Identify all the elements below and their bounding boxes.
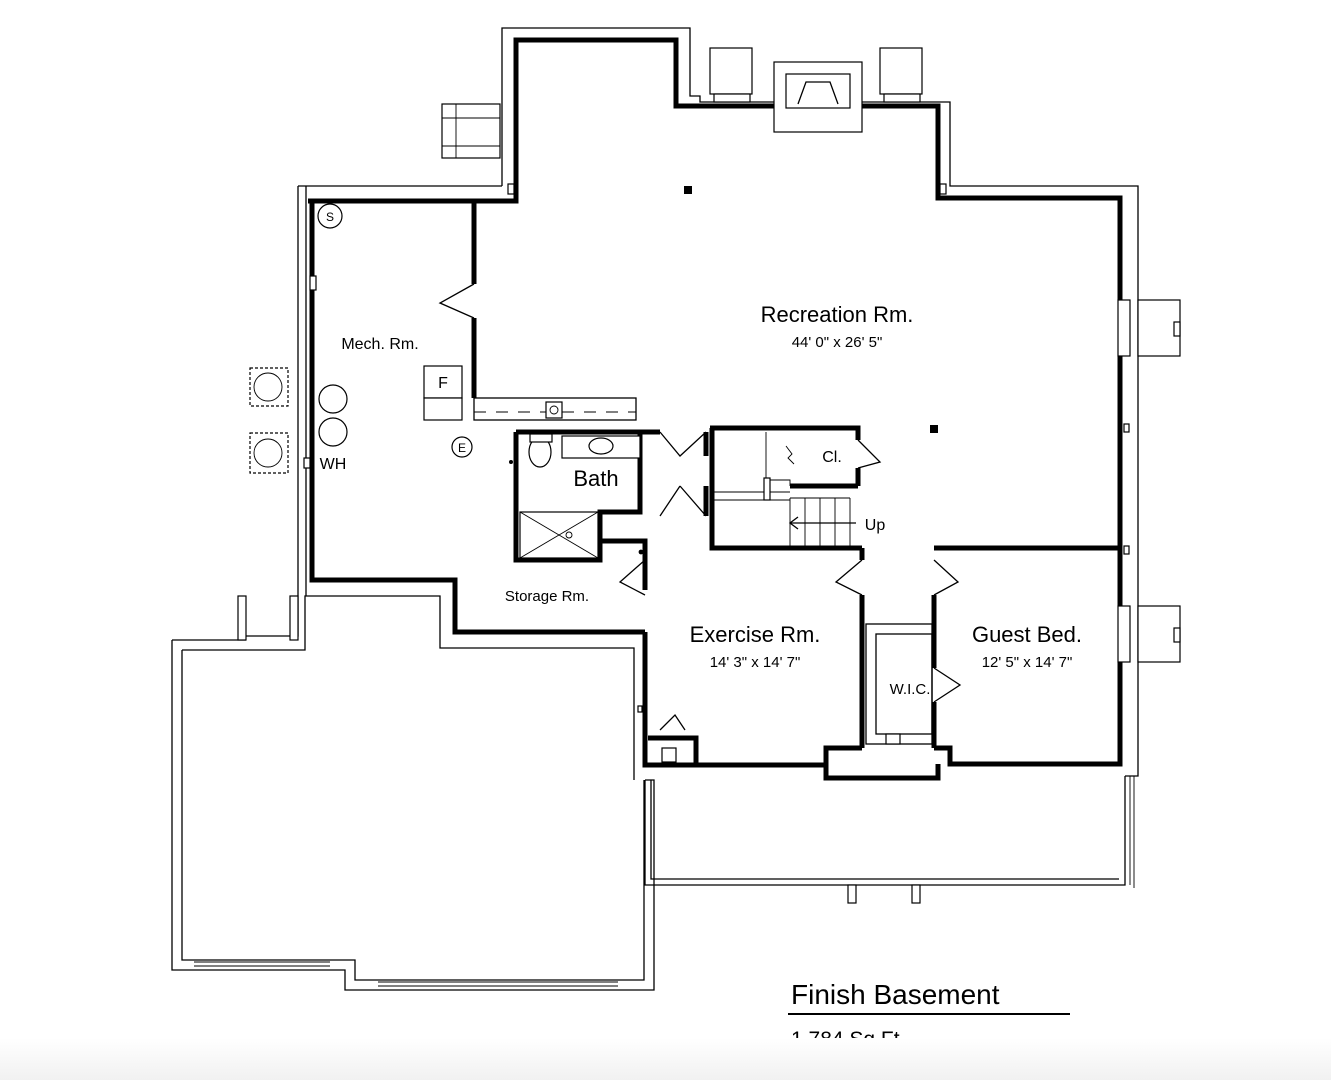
label-water-heater: WH xyxy=(320,456,347,473)
columns xyxy=(684,186,938,433)
window-wells xyxy=(441,47,1181,663)
dim-guest: 12' 5" x 14' 7" xyxy=(982,654,1073,671)
dim-exercise: 14' 3" x 14' 7" xyxy=(710,654,801,671)
wic-shelving xyxy=(865,623,933,745)
doors xyxy=(438,283,962,731)
label-sump: S xyxy=(326,210,334,224)
interior-walls xyxy=(513,425,1120,765)
label-storage: Storage Rm. xyxy=(505,588,589,605)
label-electrical: E xyxy=(458,441,466,455)
dim-recreation: 44' 0" x 26' 5" xyxy=(792,334,883,351)
footer-shade xyxy=(0,1038,1331,1080)
label-recreation: Recreation Rm. xyxy=(761,302,914,327)
foundation-outline xyxy=(171,27,1139,991)
exterior-walls xyxy=(308,37,1123,781)
staircase xyxy=(714,432,856,548)
label-closet: Cl. xyxy=(822,449,842,466)
label-bath: Bath xyxy=(573,466,618,491)
label-stairs-up: Up xyxy=(865,517,886,534)
label-guest: Guest Bed. xyxy=(972,622,1082,647)
bath-fixtures xyxy=(509,433,644,559)
ac-units xyxy=(249,367,289,474)
room-labels: Recreation Rm. 44' 0" x 26' 5" Mech. Rm.… xyxy=(320,210,1082,698)
label-exercise: Exercise Rm. xyxy=(690,622,821,647)
exercise-closet-fixture xyxy=(637,705,677,763)
label-mech: Mech. Rm. xyxy=(341,336,418,353)
label-furnace: F xyxy=(438,375,448,392)
label-wic: W.I.C. xyxy=(890,681,931,698)
wet-bar-counter xyxy=(473,397,637,421)
wall-marks xyxy=(507,183,1130,555)
mech-equipment xyxy=(303,203,473,469)
plan-title: Finish Basement xyxy=(791,979,1000,1010)
